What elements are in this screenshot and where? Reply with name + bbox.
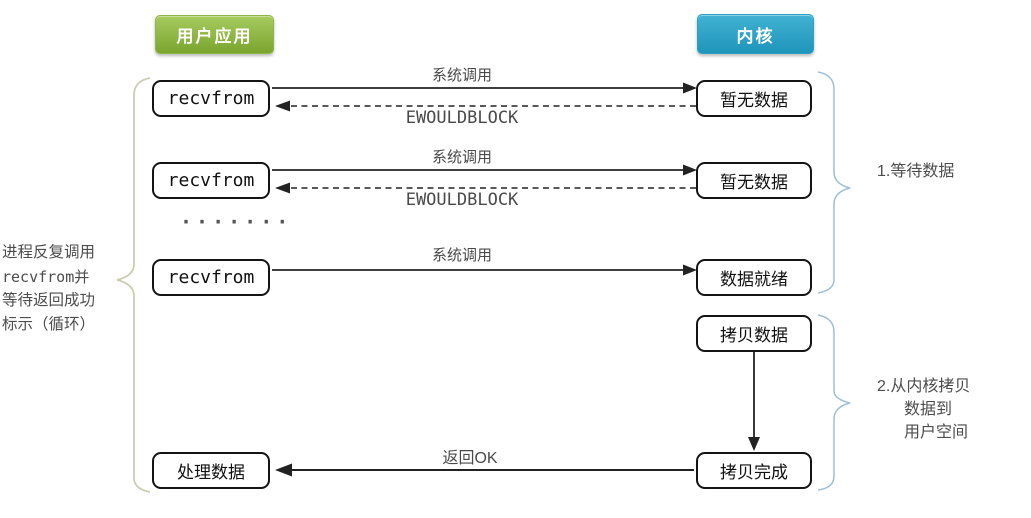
node-data-ready: 数据就绪 — [696, 259, 812, 296]
syscall-arrowhead-1 — [683, 82, 697, 94]
ewouldblock-arrowhead-1 — [275, 100, 290, 112]
step-2-line-1: 2.从内核拷贝 — [877, 378, 971, 395]
ewouldblock-label-2: EWOULDBLOCK — [405, 190, 519, 210]
node-no-data-1: 暂无数据 — [696, 80, 812, 117]
left-note-line-1: 进程反复调用 — [2, 244, 96, 261]
step-2-line-3: 用户空间 — [904, 424, 969, 441]
syscall-arrowhead-3 — [683, 264, 697, 276]
right-brace-copy-data — [817, 314, 851, 491]
right-brace-wait-data — [817, 71, 851, 294]
node-copy-done: 拷贝完成 — [696, 452, 812, 489]
left-note: 进程反复调用 recvfrom并 等待返回成功 标示（循环） — [2, 241, 132, 337]
step-2-note: 2.从内核拷贝 数据到 用户空间 — [877, 375, 970, 444]
return-ok-label: 返回OK — [442, 450, 498, 467]
syscall-label-1: 系统调用 — [431, 67, 492, 84]
syscall-arrowhead-2 — [683, 164, 697, 176]
step-1-note: 1.等待数据 — [877, 163, 955, 180]
kernel-header: 内核 — [697, 14, 814, 54]
left-note-line-2: recvfrom并 — [2, 268, 90, 286]
node-no-data-2: 暂无数据 — [696, 162, 812, 199]
ewouldblock-arrowhead-2 — [275, 182, 290, 194]
syscall-label-2: 系统调用 — [431, 149, 492, 166]
left-note-line-4: 标示（循环） — [2, 316, 96, 333]
copy-arrowhead — [748, 437, 760, 451]
node-process-data: 处理数据 — [152, 452, 270, 489]
syscall-label-3: 系统调用 — [431, 247, 492, 264]
node-recvfrom-1: recvfrom — [152, 80, 270, 117]
step-2-line-2: 数据到 — [904, 401, 953, 418]
ewouldblock-label-1: EWOULDBLOCK — [405, 108, 519, 128]
return-ok-arrowhead — [275, 463, 292, 477]
node-recvfrom-2: recvfrom — [152, 162, 270, 199]
loop-ellipsis: ······· — [180, 210, 293, 234]
user-app-header: 用户应用 — [155, 15, 274, 54]
left-note-line-3: 等待返回成功 — [2, 292, 96, 309]
node-copy-data: 拷贝数据 — [696, 315, 812, 352]
node-recvfrom-3: recvfrom — [152, 259, 270, 296]
